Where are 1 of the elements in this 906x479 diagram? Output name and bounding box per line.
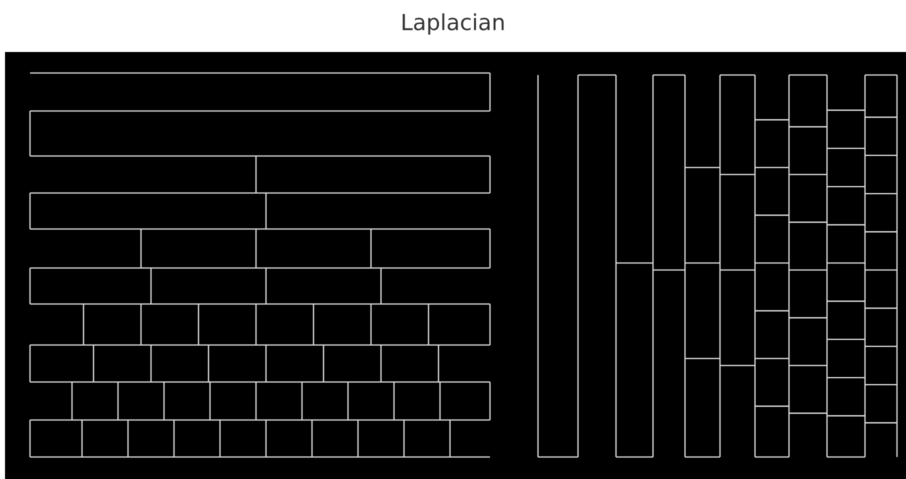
title: Laplacian: [402, 13, 504, 35]
